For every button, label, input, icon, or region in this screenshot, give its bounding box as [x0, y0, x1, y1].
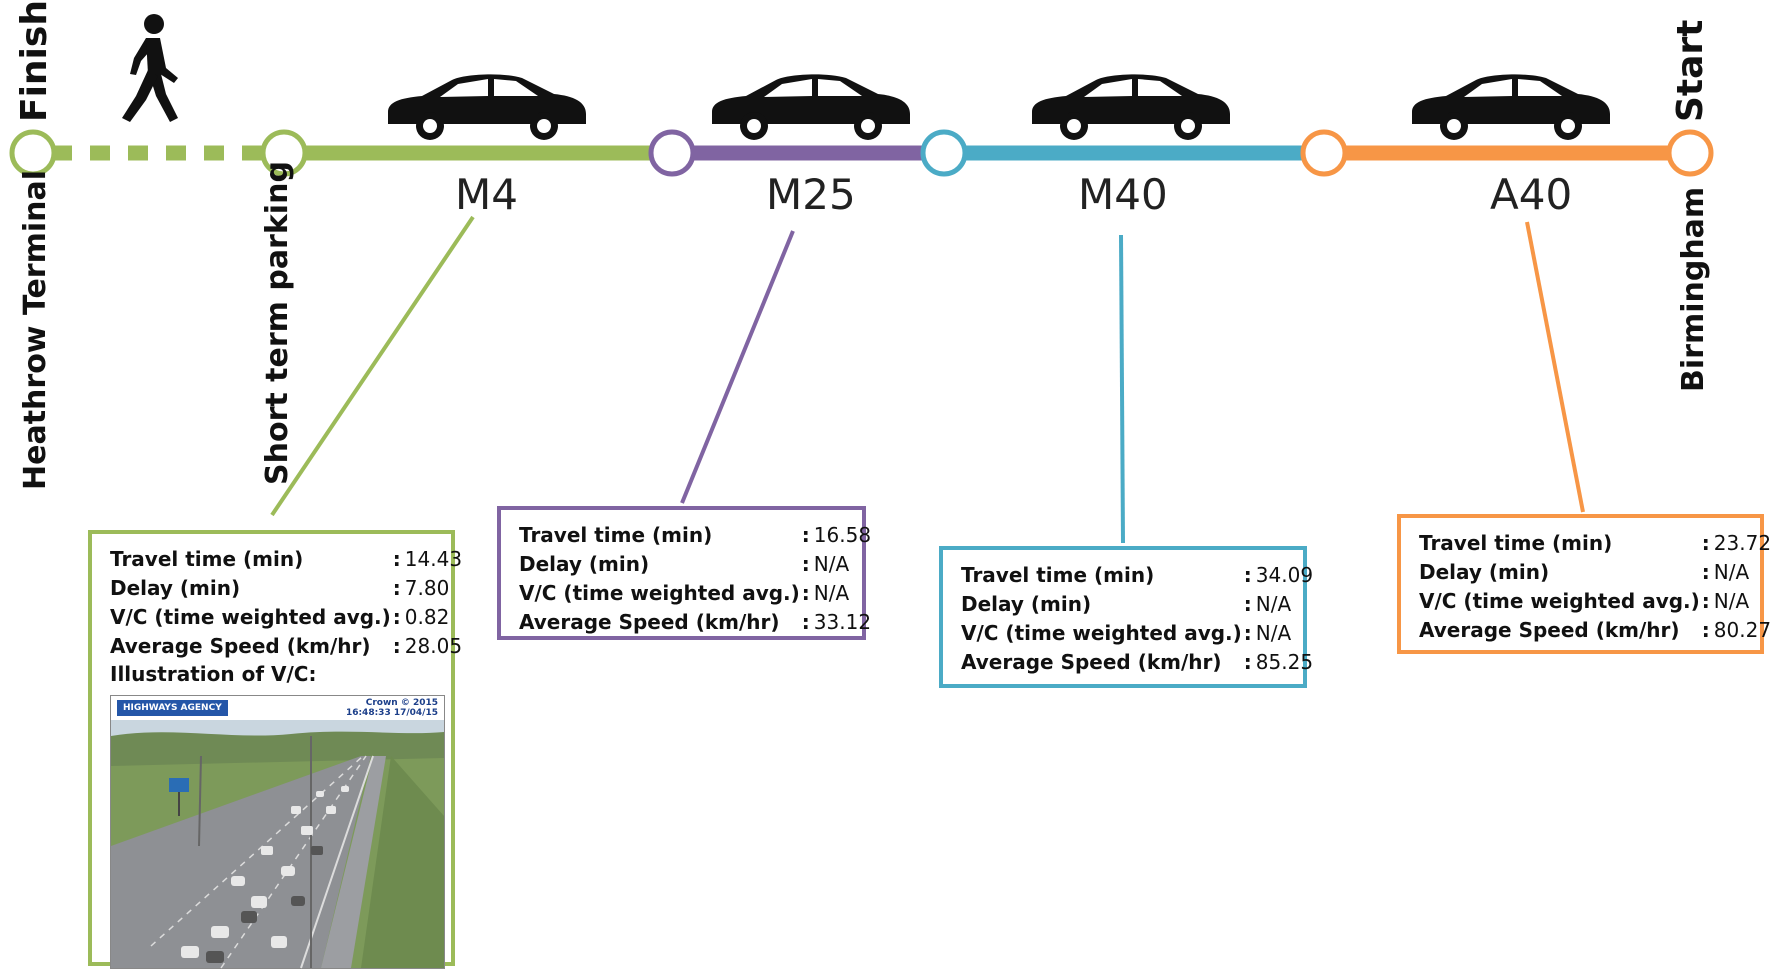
car-icon [388, 74, 586, 140]
traffic-camera-image: HIGHWAYS AGENCY Crown © 2015 16:48:33 17… [110, 695, 445, 969]
m4-callout-line [270, 215, 475, 517]
walking-person-icon [122, 14, 178, 122]
m4-info-box: Travel time (min):14.43 Delay (min):7.80… [88, 530, 462, 969]
parking-node [260, 129, 308, 177]
table-row: Delay (min):N/A [1419, 559, 1750, 584]
camera-header: HIGHWAYS AGENCY Crown © 2015 16:48:33 17… [111, 696, 444, 720]
car-icon [1412, 74, 1610, 140]
a40-info-box: Travel time (min):23.72 Delay (min):N/A … [1397, 514, 1771, 654]
a40-stats-table: Travel time (min):23.72 Delay (min):N/A … [1419, 528, 1771, 644]
birmingham-label: Birmingham [1676, 186, 1711, 392]
table-row: Travel time (min):23.72 [1419, 530, 1771, 555]
finish-node [9, 129, 57, 177]
a40-callout-line [1525, 221, 1585, 513]
road-name-m25: M25 [766, 170, 856, 219]
road-name-m40: M40 [1078, 170, 1168, 219]
m4-m25-node [648, 129, 696, 177]
m25-stats-table: Travel time (min):16.58 Delay (min):N/A … [519, 520, 871, 636]
car-icon [1032, 74, 1230, 140]
table-row: Average Speed (km/hr):85.25 [961, 649, 1314, 674]
motorway-scene [111, 696, 444, 969]
table-row: Average Speed (km/hr):28.05 [110, 633, 463, 658]
camera-caption: Crown © 2015 16:48:33 17/04/15 [345, 698, 438, 718]
heathrow-label: Heathrow Terminal [18, 169, 53, 490]
table-row: V/C (time weighted avg.):N/A [519, 580, 850, 605]
table-row: Delay (min):7.80 [110, 575, 450, 600]
road-name-m4: M4 [455, 170, 518, 219]
car-icon [712, 74, 910, 140]
table-row: Delay (min):N/A [519, 551, 850, 576]
table-row: V/C (time weighted avg.):N/A [961, 620, 1292, 645]
m4-stats-table: Travel time (min):14.43 Delay (min):7.80… [110, 544, 462, 660]
table-row: Travel time (min):14.43 [110, 546, 463, 571]
highways-logo: HIGHWAYS AGENCY [117, 700, 228, 716]
illustration-label: Illustration of V/C: [110, 662, 317, 686]
m40-a40-node [1300, 129, 1348, 177]
m40-callout-line [1119, 234, 1125, 544]
start-node [1666, 129, 1714, 177]
m25-m40-node [920, 129, 968, 177]
table-row: Average Speed (km/hr):33.12 [519, 609, 872, 634]
start-label: Start [1670, 19, 1711, 122]
m25-callout-line [680, 230, 795, 504]
table-row: Delay (min):N/A [961, 591, 1292, 616]
table-row: V/C (time weighted avg.):0.82 [110, 604, 450, 629]
m40-stats-table: Travel time (min):34.09 Delay (min):N/A … [961, 560, 1313, 676]
table-row: Travel time (min):34.09 [961, 562, 1314, 587]
finish-label: Finish [14, 0, 55, 122]
table-row: Travel time (min):16.58 [519, 522, 872, 547]
parking-label: Short term parking [260, 161, 295, 485]
table-row: Average Speed (km/hr):80.27 [1419, 617, 1771, 642]
road-name-a40: A40 [1490, 170, 1573, 219]
table-row: V/C (time weighted avg.):N/A [1419, 588, 1750, 613]
m40-info-box: Travel time (min):34.09 Delay (min):N/A … [939, 546, 1313, 688]
m25-info-box: Travel time (min):16.58 Delay (min):N/A … [497, 506, 871, 640]
